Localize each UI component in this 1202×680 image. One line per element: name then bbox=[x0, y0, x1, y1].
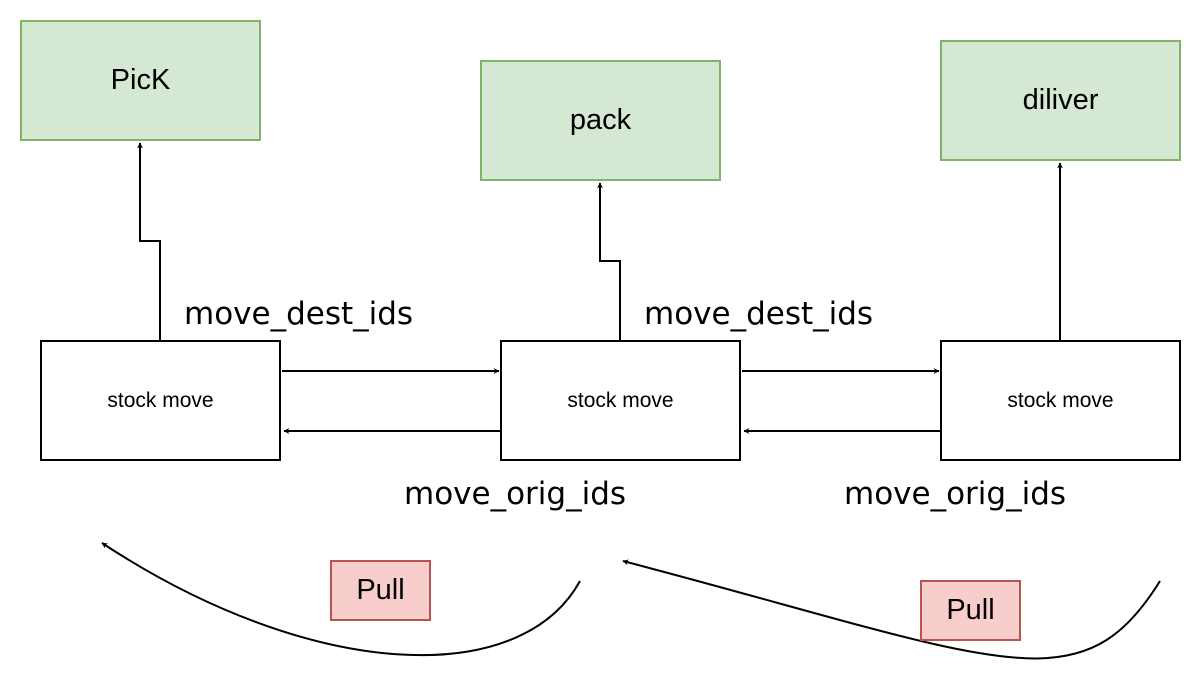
move-dest-ids-label-2: move_dest_ids bbox=[644, 296, 874, 332]
move-orig-ids-label-2: move_orig_ids bbox=[844, 476, 1067, 512]
deliver-stage-label: diliver bbox=[1022, 84, 1099, 116]
pull-curve-1 bbox=[101, 542, 581, 657]
stock-move-label-3: stock move bbox=[1007, 388, 1114, 412]
pick-stage-label: PicK bbox=[110, 64, 171, 96]
move2-to-pack-connector bbox=[597, 182, 621, 341]
stock-move-box-1: stock move bbox=[40, 340, 281, 461]
move1-to-pick-connector bbox=[137, 142, 161, 341]
stock-move-label-1: stock move bbox=[107, 388, 214, 412]
stock-move-box-3: stock move bbox=[940, 340, 1181, 461]
stock-move-label-2: stock move bbox=[567, 388, 674, 412]
deliver-stage-box: diliver bbox=[940, 40, 1181, 161]
move-orig-ids-label-1: move_orig_ids bbox=[404, 476, 627, 512]
pull-label-2: Pull bbox=[946, 594, 995, 626]
pack-stage-label: pack bbox=[569, 104, 632, 136]
pull-curve-2 bbox=[622, 559, 1161, 660]
pull-box-1: Pull bbox=[330, 560, 431, 621]
stock-move-box-2: stock move bbox=[500, 340, 741, 461]
pick-stage-box: PicK bbox=[20, 20, 261, 141]
pull-box-2: Pull bbox=[920, 580, 1021, 641]
move-dest-ids-label-1: move_dest_ids bbox=[184, 296, 414, 332]
pack-stage-box: pack bbox=[480, 60, 721, 181]
pull-label-1: Pull bbox=[356, 574, 405, 606]
